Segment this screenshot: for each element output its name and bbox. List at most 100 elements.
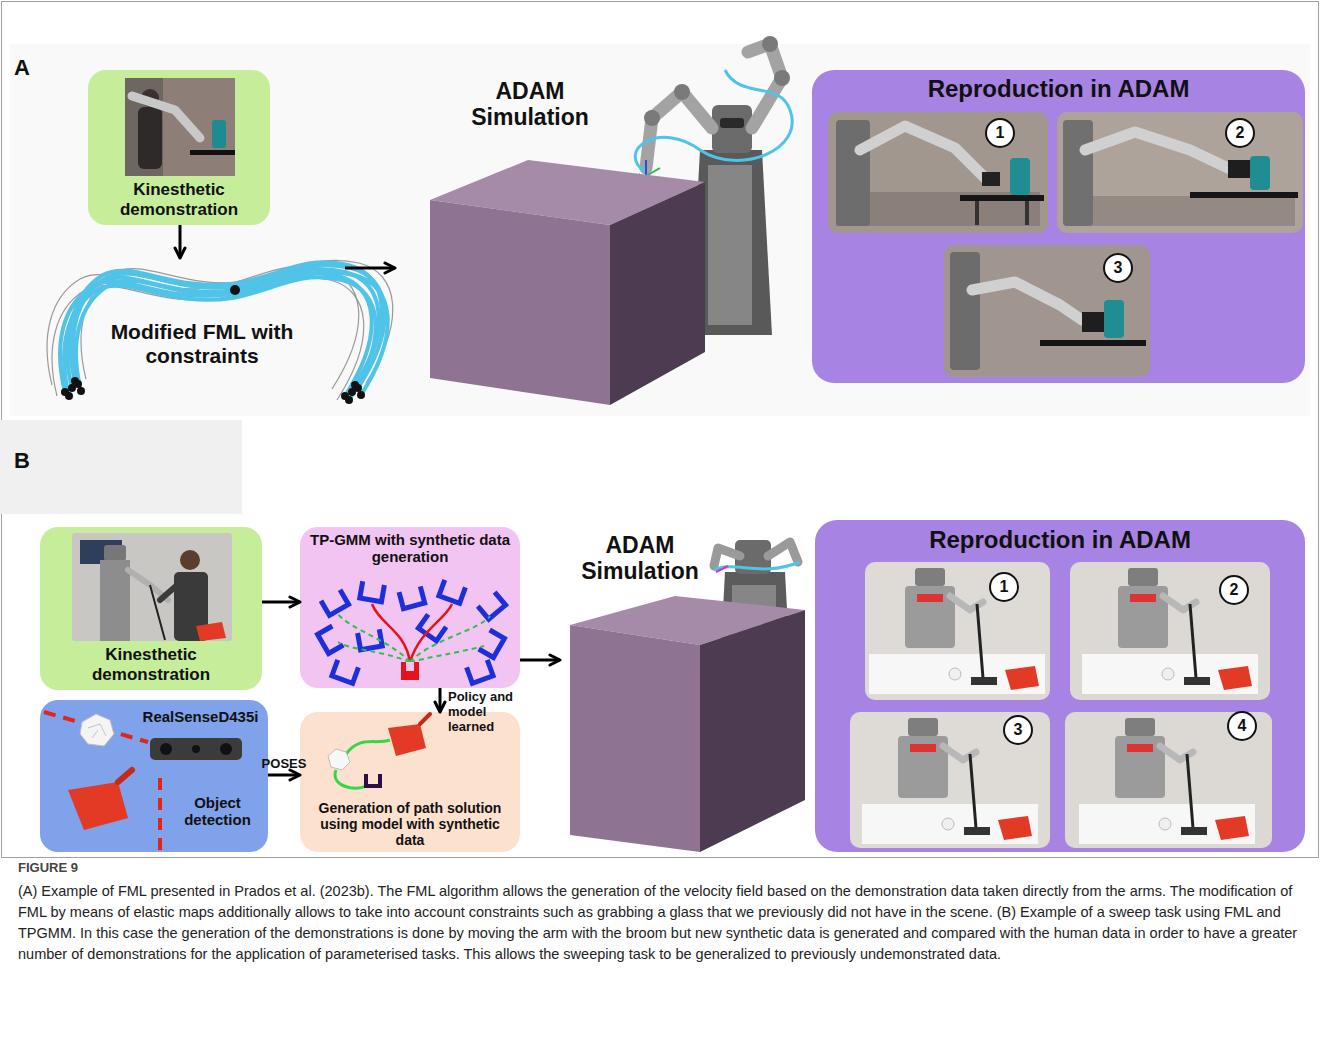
result-photo	[972, 282, 1082, 320]
robot-model	[714, 548, 740, 566]
caption-slot: (A) Example of FML presented in Prados e…	[18, 881, 1308, 965]
flow-arrow	[439, 688, 442, 712]
demo-photo	[100, 560, 130, 641]
detection-scene	[160, 743, 172, 755]
photo-tile: 3	[944, 245, 1150, 377]
robot-model	[762, 36, 778, 52]
result-photo	[1040, 340, 1146, 346]
flow-arrow	[179, 225, 182, 258]
robot-model	[646, 168, 660, 176]
result-photo	[1070, 562, 1270, 700]
text-slot: Reproduction in ADAM	[815, 526, 1305, 554]
tpgmm-frames	[321, 590, 349, 616]
detection-scene	[44, 712, 242, 850]
result-photo	[865, 562, 1050, 700]
trajectory-lines	[60, 262, 388, 400]
trajectory-lines	[77, 387, 85, 395]
photo-tile: 4	[1065, 712, 1272, 848]
trajectory-lines	[357, 391, 365, 399]
robot-model	[715, 572, 795, 760]
result-photo	[960, 195, 1044, 201]
node-label: Reproduction in ADAM	[815, 526, 1305, 554]
trajectory-lines	[70, 262, 382, 385]
robot-model	[632, 176, 646, 186]
result-photo	[1079, 718, 1255, 844]
photo-tile: 2	[1057, 112, 1303, 233]
robot-model	[768, 542, 798, 562]
tpgmm-frames	[467, 660, 493, 683]
tpgmm-frames	[410, 616, 490, 662]
figure-number: FIGURE 9	[18, 861, 78, 876]
tpgmm-frames	[372, 604, 410, 662]
robot-model	[720, 118, 744, 128]
result-photo	[860, 126, 985, 178]
demo-photo	[160, 586, 176, 600]
tpgmm-frames	[418, 614, 446, 641]
sensor-box-fill	[40, 700, 268, 852]
result-photo	[1070, 562, 1270, 700]
panel-letter: B	[14, 448, 30, 473]
path-solution	[366, 774, 380, 786]
result-photo	[1065, 196, 1295, 226]
trajectory-lines	[81, 260, 393, 383]
photo-tile: 1	[828, 112, 1048, 233]
model-box-fill	[300, 527, 520, 688]
result-photo	[1228, 160, 1250, 178]
text-slot: 1	[985, 118, 1015, 148]
node-label: Modified FML with constraints	[92, 320, 312, 368]
robot-model	[674, 84, 690, 100]
trajectory-lines	[60, 273, 372, 396]
node-label: Object detection	[170, 794, 265, 829]
text-slot: TP-GMM with synthetic data generation	[305, 531, 515, 566]
callout-number: 3	[1003, 715, 1033, 745]
result-photo	[944, 245, 1150, 377]
label-slot: A	[14, 55, 30, 80]
result-photo	[828, 112, 1048, 233]
demo-photo	[196, 622, 226, 641]
demo-photo	[125, 78, 163, 176]
demo-box-fill	[40, 527, 262, 690]
detection-scene	[68, 782, 128, 830]
text-slot: Object detection	[170, 794, 265, 829]
result-photo	[950, 252, 980, 370]
callout-number: 2	[1225, 118, 1255, 148]
result-photo	[1082, 568, 1258, 694]
trajectory-lines	[67, 269, 379, 392]
demo-photo	[190, 150, 235, 155]
result-photo	[865, 562, 1050, 700]
text-slot: Kinesthetic demonstration	[88, 180, 270, 219]
node-label: Generation of path solution using model …	[308, 800, 512, 848]
results-panel-fill	[812, 70, 1305, 383]
result-photo	[828, 112, 1048, 233]
result-photo	[1057, 112, 1303, 233]
tpgmm-frames	[318, 626, 344, 654]
result-photo	[1085, 132, 1228, 168]
edge-label: POSES	[254, 757, 314, 772]
tpgmm-frames	[358, 629, 383, 650]
trajectory-lines	[76, 272, 388, 395]
photo-tile: 2	[1070, 562, 1270, 700]
result-photo	[975, 201, 979, 225]
demo-photo	[125, 78, 235, 176]
demo-photo	[141, 89, 159, 107]
text-slot: ADAM Simulation	[445, 78, 615, 131]
flow-arrow	[520, 659, 560, 662]
robot-model	[714, 562, 800, 570]
simulation-table	[430, 160, 705, 225]
simulation-table	[570, 596, 805, 852]
node-label: Kinesthetic demonstration	[88, 180, 270, 219]
demo-box: Kinesthetic demonstration	[88, 70, 270, 225]
results-panel-fill	[815, 520, 1305, 852]
simulation-table	[700, 610, 805, 852]
robot-model	[716, 566, 728, 572]
simulation-table	[610, 182, 705, 405]
callout-number: 4	[1227, 711, 1257, 741]
robot-model	[646, 92, 712, 168]
demo-photo	[128, 570, 168, 600]
tpgmm-frames	[401, 662, 419, 680]
demo-photo	[150, 585, 165, 640]
robot-model	[774, 70, 790, 86]
demo-photo	[72, 533, 232, 641]
text-slot: 2	[1225, 118, 1255, 148]
trajectory-lines	[74, 380, 82, 388]
